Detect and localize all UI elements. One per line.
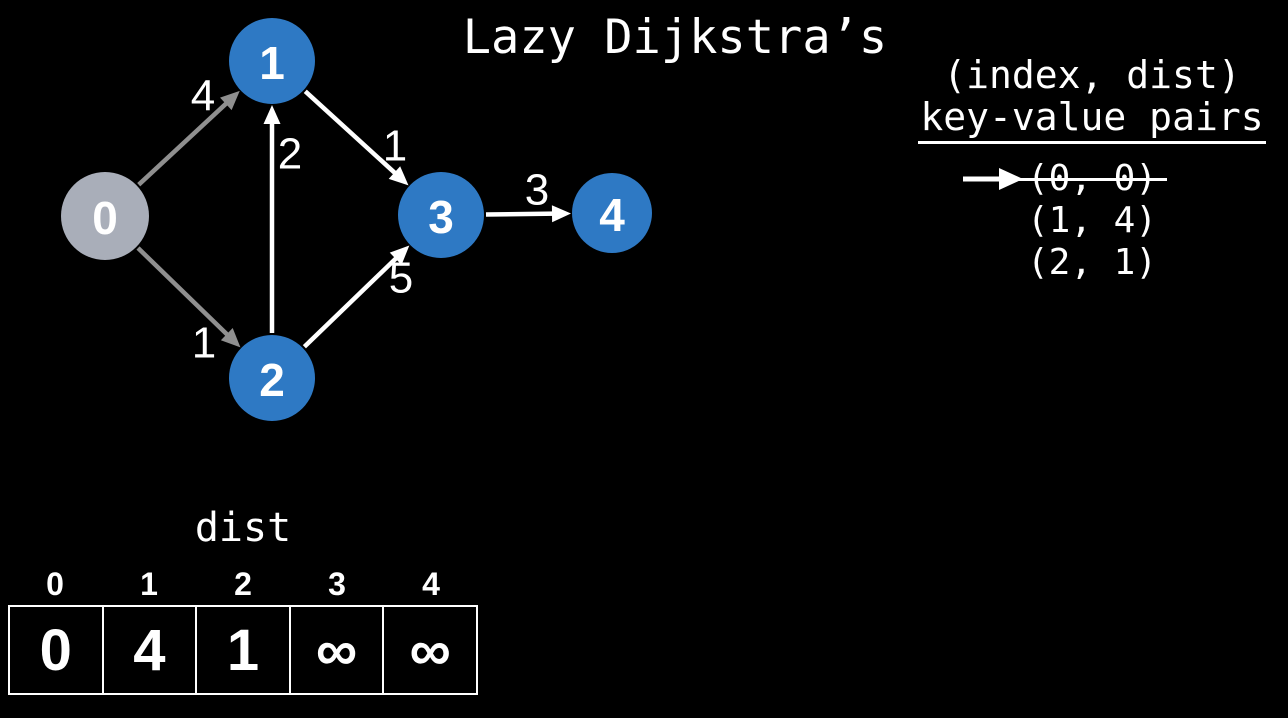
dist-index-2: 2: [234, 566, 252, 602]
dist-value-0: 0: [39, 617, 72, 683]
edge-0-2: [136, 246, 231, 338]
edge-weight-1-3: 1: [383, 122, 407, 171]
dist-value-1: 4: [133, 617, 166, 683]
edge-1-3-arrowhead-icon: [388, 166, 409, 186]
priority-queue-panel: (index, dist) key-value pairs (0, 0) (1,…: [918, 54, 1266, 284]
graph-node-3: [398, 172, 484, 258]
dist-value-4: ∞: [409, 617, 451, 683]
edge-weight-3-4: 3: [525, 166, 549, 215]
dist-value-2: 1: [226, 617, 260, 683]
graph-node-2: [229, 335, 315, 421]
queue-item-1: (1, 4): [918, 200, 1266, 242]
node-label-0: 0: [92, 192, 118, 244]
edge-2-1-arrowhead-icon: [263, 105, 281, 124]
node-label-1: 1: [259, 37, 285, 89]
priority-queue-list: (0, 0) (1, 4) (2, 1): [918, 158, 1266, 284]
dist-array: 0 4 1 ∞ ∞: [8, 605, 478, 695]
dist-index-0: 0: [46, 566, 64, 602]
queue-item-text: (2, 1): [1026, 242, 1158, 283]
dist-cell-1: 4: [103, 605, 198, 695]
priority-queue-header: (index, dist) key-value pairs: [918, 54, 1266, 144]
dist-cell-3: ∞: [290, 605, 385, 695]
priority-queue-header-line1: (index, dist): [943, 53, 1241, 97]
edge-2-3-arrowhead-icon: [389, 245, 410, 265]
edge-2-3: [302, 255, 400, 349]
graph-node-0: [61, 172, 149, 260]
edge-3-4-arrowhead-icon: [551, 205, 572, 223]
queue-item-text: (0, 0): [1016, 158, 1168, 199]
node-label-4: 4: [599, 189, 625, 241]
edge-1-3: [303, 89, 399, 177]
queue-item-2: (2, 1): [918, 242, 1266, 284]
dist-value-3: ∞: [315, 617, 358, 683]
node-label-3: 3: [428, 191, 454, 243]
edge-0-1: [137, 100, 230, 187]
graph-node-1: [229, 18, 315, 104]
edge-weight-2-3: 5: [389, 254, 413, 303]
dist-cell-4: ∞: [384, 605, 478, 695]
dist-index-row: 0 1 2 3 4: [8, 565, 478, 603]
edge-weight-2-1: 2: [278, 130, 302, 179]
node-label-2: 2: [259, 354, 285, 406]
edge-0-2-arrowhead-icon: [220, 328, 241, 348]
queue-item-0: (0, 0): [918, 158, 1266, 200]
dist-index-4: 4: [422, 566, 440, 602]
dist-cell-0: 0: [8, 605, 104, 695]
current-item-arrow-icon: [963, 168, 1023, 190]
dist-cell-2: 1: [197, 605, 291, 695]
dist-index-1: 1: [140, 566, 158, 602]
edge-0-1-arrowhead-icon: [220, 90, 240, 111]
edge-weight-0-2: 1: [192, 319, 216, 368]
priority-queue-header-line2: key-value pairs: [920, 95, 1264, 139]
queue-item-text: (1, 4): [1026, 200, 1158, 241]
dist-index-3: 3: [328, 566, 346, 602]
page-title: Lazy Dijkstra’s: [462, 10, 888, 65]
graph-node-4: [572, 173, 652, 253]
edge-weight-0-1: 4: [191, 72, 215, 121]
dist-array-label: dist: [194, 505, 292, 551]
edge-3-4: [485, 211, 556, 217]
